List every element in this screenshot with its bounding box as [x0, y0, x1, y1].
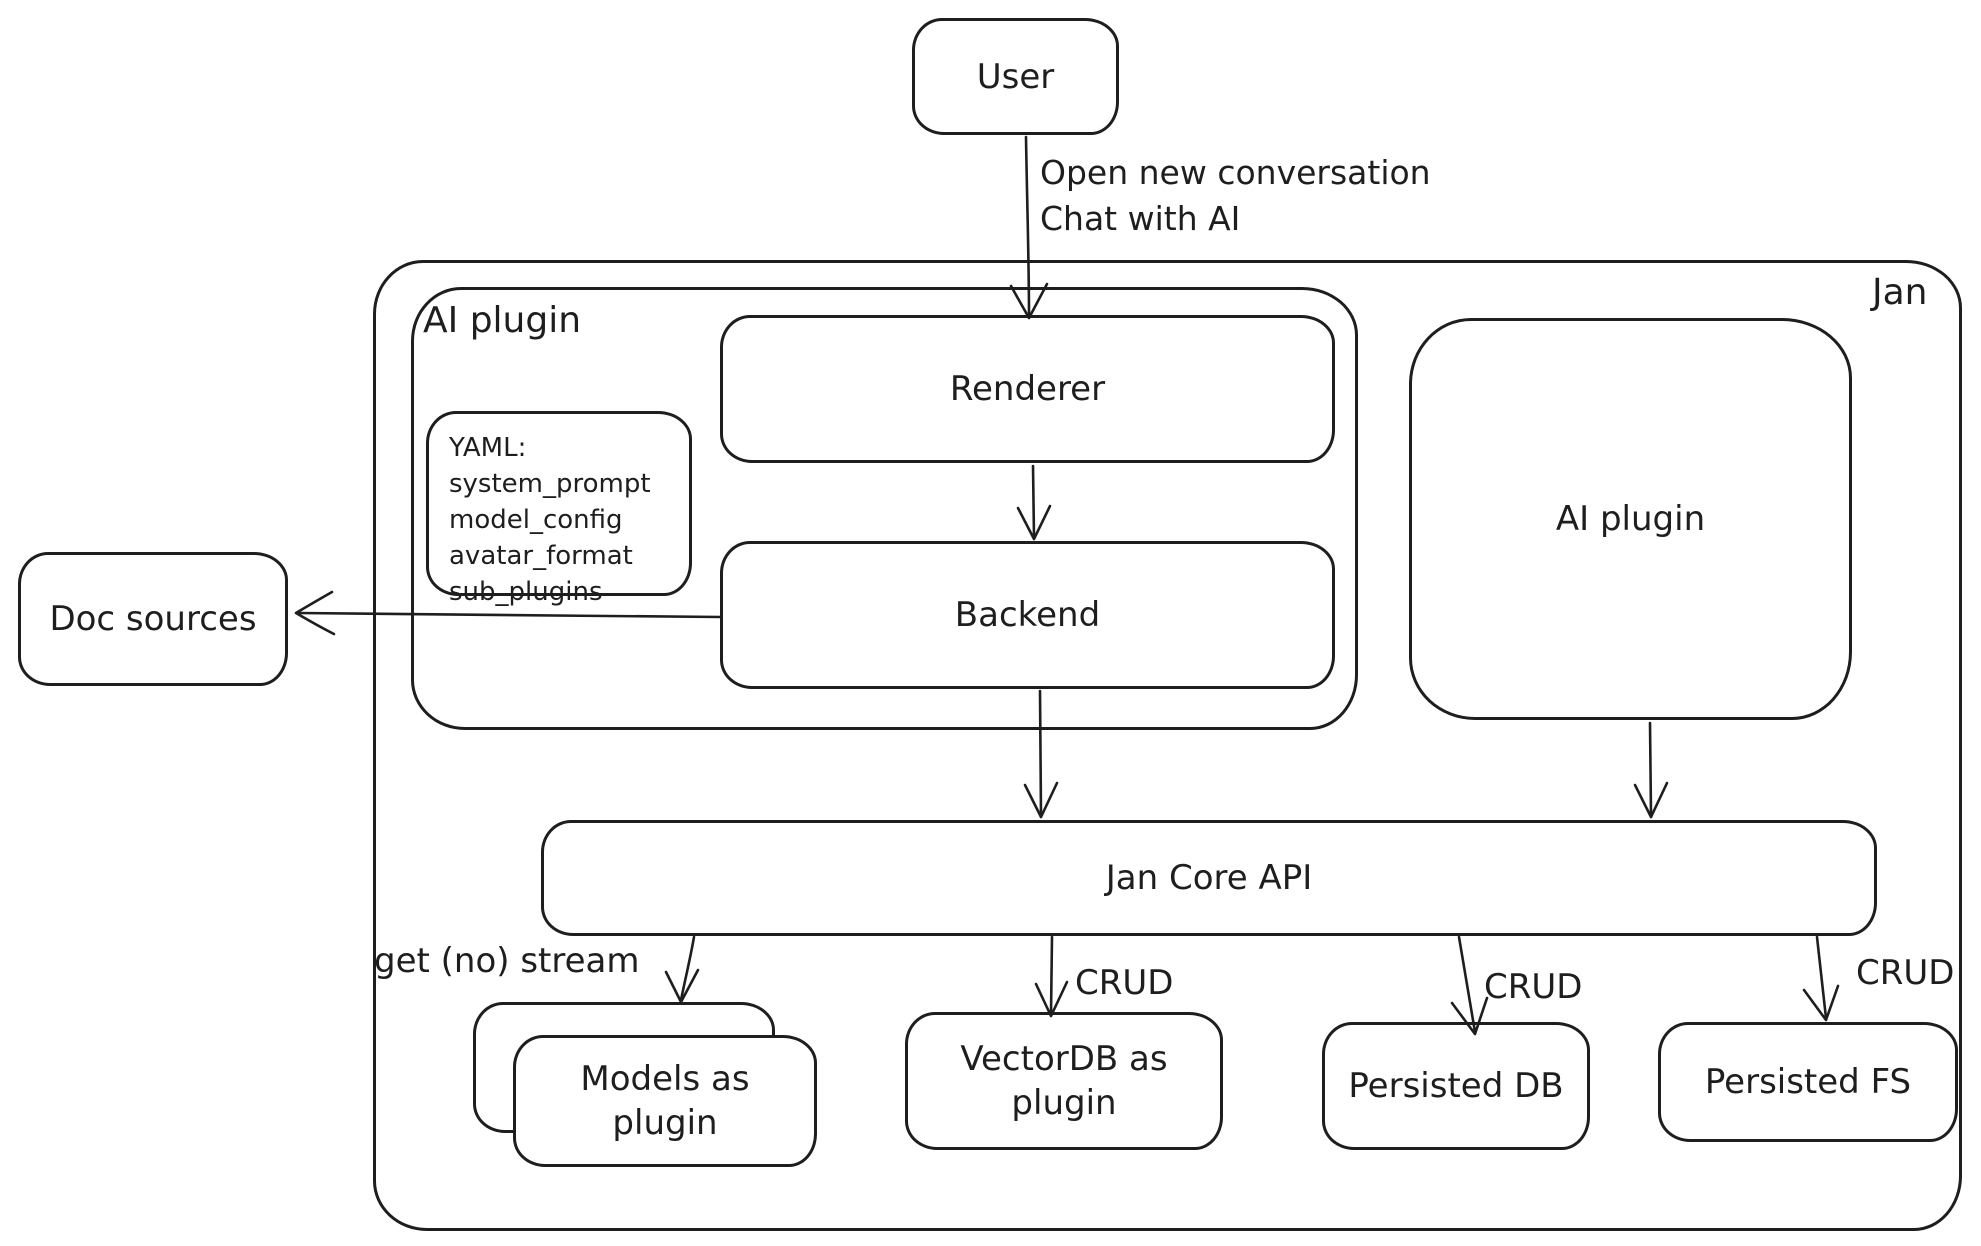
- jan-container-label: Jan: [1872, 272, 1928, 313]
- jan-core-api-node: Jan Core API: [541, 820, 1877, 936]
- doc-sources-node: Doc sources: [18, 552, 288, 686]
- models-plugin-label: Models as plugin: [580, 1059, 750, 1143]
- edge-label-crud-vectordb: CRUD: [1075, 963, 1174, 1003]
- yaml-note: YAML: system_prompt model_config avatar_…: [426, 411, 692, 607]
- backend-node: Backend: [720, 541, 1335, 689]
- doc-sources-label: Doc sources: [49, 599, 257, 639]
- edge-label-line: Chat with AI: [1040, 199, 1241, 238]
- edge-label-open-conversation: Open new conversation Chat with AI: [1040, 150, 1431, 242]
- yaml-note-line: model_config: [449, 505, 623, 535]
- edge-label-crud-persisted-fs: CRUD: [1856, 953, 1955, 993]
- ai-plugin-right-label: AI plugin: [1555, 499, 1706, 539]
- persisted-db-node: Persisted DB: [1322, 1022, 1590, 1150]
- edge-label-crud-persisted-db: CRUD: [1484, 967, 1583, 1007]
- edge-label-line: Open new conversation: [1040, 153, 1431, 192]
- vectordb-plugin-node: VectorDB as plugin: [905, 1012, 1223, 1150]
- yaml-note-line: sub_plugins: [449, 577, 603, 607]
- user-node: User: [912, 18, 1119, 135]
- renderer-node: Renderer: [720, 315, 1335, 463]
- models-plugin-node: Models as plugin: [513, 1035, 817, 1167]
- ai-plugin-right-node: AI plugin: [1409, 318, 1852, 720]
- persisted-fs-label: Persisted FS: [1704, 1062, 1912, 1102]
- yaml-note-line: system_prompt: [449, 469, 651, 499]
- yaml-note-line: avatar_format: [449, 541, 633, 571]
- persisted-db-label: Persisted DB: [1348, 1066, 1564, 1106]
- yaml-note-line: YAML:: [449, 433, 527, 463]
- jan-core-api-label: Jan Core API: [1105, 858, 1313, 898]
- persisted-fs-node: Persisted FS: [1658, 1022, 1958, 1142]
- backend-node-label: Backend: [954, 595, 1101, 635]
- user-node-label: User: [976, 56, 1055, 97]
- edge-label-get-no-stream: get (no) stream: [374, 941, 640, 981]
- vectordb-plugin-label: VectorDB as plugin: [960, 1039, 1168, 1123]
- ai-plugin-container-label: AI plugin: [423, 300, 582, 341]
- renderer-node-label: Renderer: [949, 369, 1106, 409]
